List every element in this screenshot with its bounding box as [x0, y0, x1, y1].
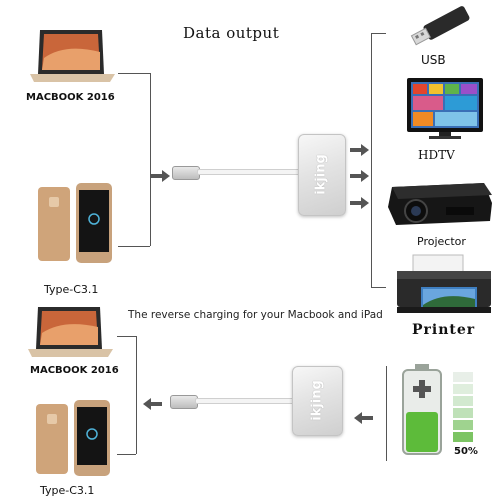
phone-image-bottom: [34, 398, 112, 478]
projector-label: Projector: [417, 235, 466, 248]
arrow-out-3: [350, 194, 370, 213]
adapter-hub-bottom: ikjing: [292, 366, 343, 436]
bracket-right: [371, 33, 372, 287]
arrow-charge-out: [143, 395, 163, 414]
page-title: Data output: [183, 24, 280, 42]
bracket-right-tick2: [371, 287, 386, 288]
usb-c-plug-top: [172, 166, 200, 180]
usb-c-plug-bottom: [170, 395, 198, 409]
cable-bottom: [195, 398, 299, 404]
printer-label: Printer: [412, 322, 476, 338]
macbook-label-top: MACBOOK 2016: [26, 92, 115, 103]
hub-brand-bottom: ikjing: [309, 380, 325, 421]
phone-label-top: Type-C3.1: [44, 283, 99, 296]
battery-level-label: 50%: [454, 446, 478, 457]
macbook-image-top: [30, 28, 115, 86]
hdtv-label: HDTV: [418, 148, 455, 162]
bracket-top-left-tick1: [118, 73, 150, 74]
macbook-image-bottom: [28, 305, 113, 361]
arrow-in-top: [151, 167, 171, 186]
phone-label-bottom: Type-C3.1: [40, 484, 95, 497]
bracket-top-left-tick2: [118, 246, 150, 247]
arrow-out-1: [350, 141, 370, 160]
hdtv-image: [405, 76, 485, 142]
cable-top: [197, 169, 304, 175]
bracket-top-left: [150, 73, 151, 246]
arrow-charge-in: [354, 409, 374, 428]
arrow-out-2: [350, 167, 370, 186]
battery-icon: [397, 362, 487, 462]
adapter-hub-top: ikjing: [298, 134, 346, 216]
usb-drive-image: [403, 5, 475, 51]
reverse-charging-note: The reverse charging for your Macbook an…: [128, 309, 383, 321]
projector-image: [386, 173, 494, 231]
bracket-bottom-left: [136, 336, 137, 454]
bracket-right-tick1: [371, 33, 386, 34]
usb-label: USB: [421, 53, 446, 67]
printer-image: [393, 253, 495, 321]
macbook-label-bottom: MACBOOK 2016: [30, 365, 119, 376]
hub-brand-top: ikjing: [313, 154, 329, 195]
phone-image-top: [36, 181, 114, 265]
bracket-bottom-left-tick1: [117, 336, 136, 337]
bracket-bottom-left-tick2: [117, 454, 136, 455]
bracket-charger: [386, 366, 387, 461]
